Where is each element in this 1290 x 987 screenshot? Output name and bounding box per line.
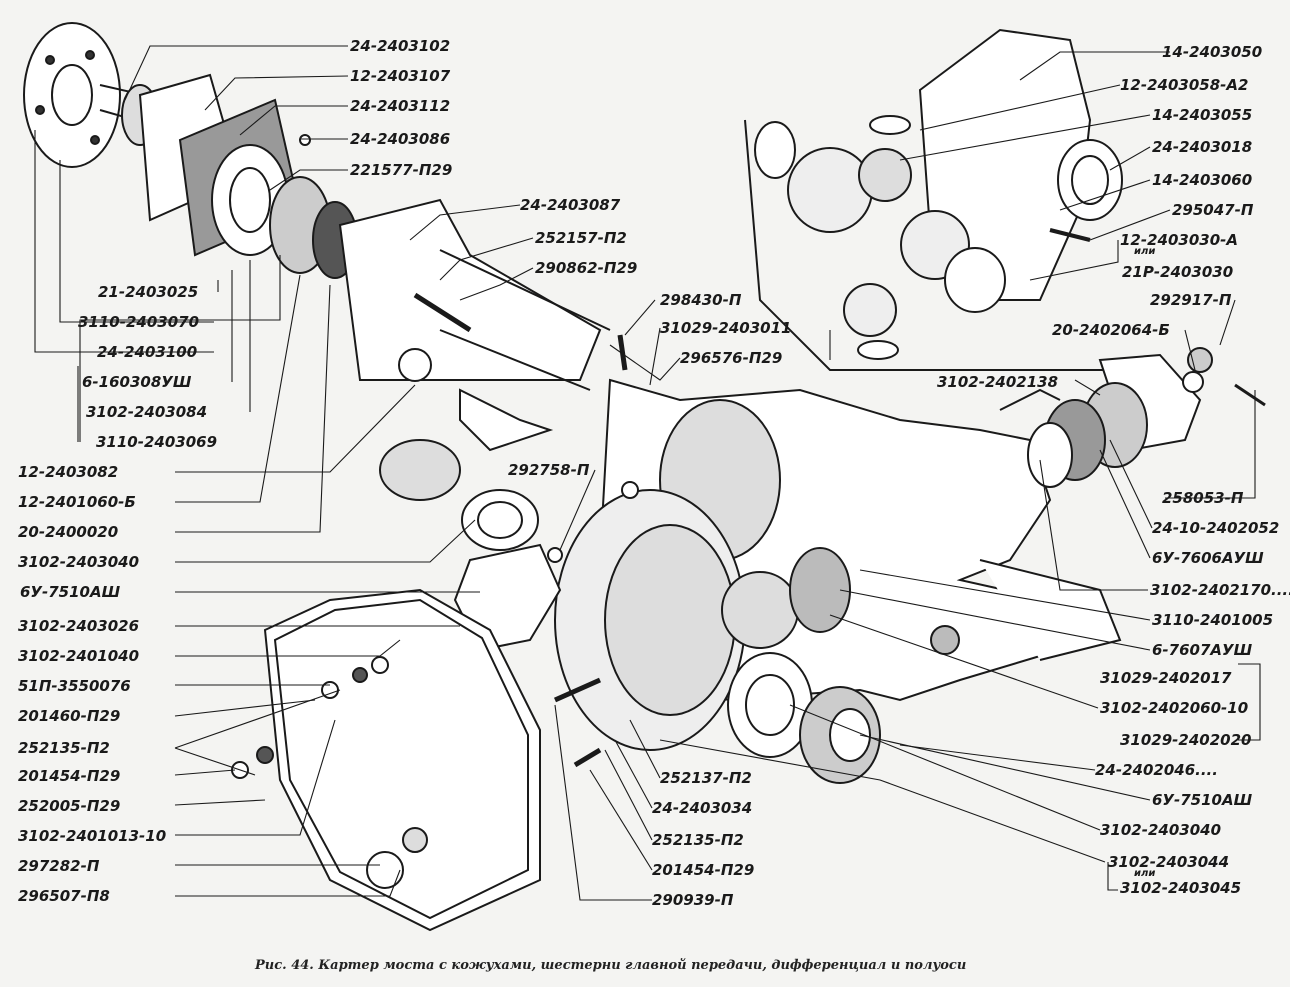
part-number-label: 31029-2402020 [1120,731,1252,749]
part-number-label: 31029-2403011 [660,319,792,337]
part-number-label: 12-2403030-А [1120,231,1238,249]
part-number-label: 3110-2403069 [96,433,218,451]
part-number-label: 6У-7606АУШ [1152,549,1264,567]
part-number-label: 24-2403018 [1152,138,1253,156]
part-number-label: 20-2400020 [18,523,119,541]
part-number-label: 3102-2403040 [1100,821,1222,839]
part-number-label: 14-2403050 [1162,43,1263,61]
part-number-label: 252157-П2 [535,229,627,247]
part-number-label: 14-2403060 [1152,171,1253,189]
or-label: или [1134,868,1156,879]
bearing-cap [453,543,562,652]
part-number-label: 24-2403100 [97,343,198,361]
part-number-label: 292917-П [1150,291,1232,309]
part-number-label: 252137-П2 [660,769,752,787]
part-number-label: 24-2403034 [652,799,753,817]
part-number-label: 14-2403055 [1152,106,1253,124]
part-number-label: 3102-2401040 [18,647,140,665]
part-number-label: 6У-7510АШ [1152,791,1253,809]
part-number-label: 252135-П2 [652,831,744,849]
part-number-label: 292758-П [508,461,590,479]
part-number-label: 21-2403025 [98,283,199,301]
part-number-label: 297282-П [18,857,100,875]
part-number-label: 12-2401060-Б [18,493,136,511]
axle-flange [23,22,121,168]
part-number-label: 296576-П29 [680,349,783,367]
part-number-label: 295047-П [1172,201,1254,219]
part-number-label: 24-2402046.... [1095,761,1218,779]
part-number-label: 3110-2401005 [1152,611,1274,629]
part-number-label: 6-7607АУШ [1152,641,1253,659]
part-number-label: 201460-П29 [18,707,121,725]
part-number-label: 258053-П [1162,489,1244,507]
part-number-label: 51П-3550076 [18,677,131,695]
tube-bracket [459,388,554,452]
part-number-label: 3110-2403070 [78,313,200,331]
part-number-label: 3102-2402060-10 [1100,699,1249,717]
part-number-label: 24-2403086 [350,130,451,148]
part-number-label: 298430-П [660,291,742,309]
part-number-label: 21Р-2403030 [1122,263,1234,281]
part-number-label: 24-2403102 [350,37,451,55]
housing-cover [263,588,541,932]
axle-tube [338,198,602,381]
drain-plug [398,348,432,382]
part-number-label: 6У-7510АШ [20,583,121,601]
part-number-label: 290862-П29 [535,259,638,277]
part-number-label: 3102-2402138 [937,373,1059,391]
part-number-label: 252005-П29 [18,797,121,815]
part-number-label: 296507-П8 [18,887,110,905]
part-number-label: 31029-2402017 [1100,669,1232,687]
figure-caption: Рис. 44. Картер моста с кожухами, шестер… [255,958,967,973]
part-number-label: 201454-П29 [652,861,755,879]
part-number-label: 20-2402064-Б [1052,321,1170,339]
part-number-label: 3102-2401013-10 [18,827,167,845]
part-number-label: 3102-2403045 [1120,879,1242,897]
part-number-label: 3102-2403044 [1108,853,1230,871]
part-number-label: 3102-2403084 [86,403,208,421]
side-gear [787,147,873,233]
part-number-label: 201454-П29 [18,767,121,785]
part-number-label: 3102-2402170.... [1150,581,1290,599]
part-number-label: 3102-2403040 [18,553,140,571]
part-number-label: 24-2403112 [350,97,451,115]
part-number-label: 12-2403058-А2 [1120,76,1249,94]
part-number-label: 24-10-2402052 [1152,519,1280,537]
part-number-label: 221577-П29 [350,161,453,179]
part-number-label: 252135-П2 [18,739,110,757]
part-number-label: 12-2403107 [350,67,451,85]
part-number-label: 290939-П [652,891,734,909]
part-number-label: 24-2403087 [520,196,621,214]
or-label: или [1134,246,1156,257]
part-number-label: 6-160308УШ [82,373,192,391]
part-number-label: 12-2403082 [18,463,119,481]
part-number-label: 3102-2403026 [18,617,140,635]
